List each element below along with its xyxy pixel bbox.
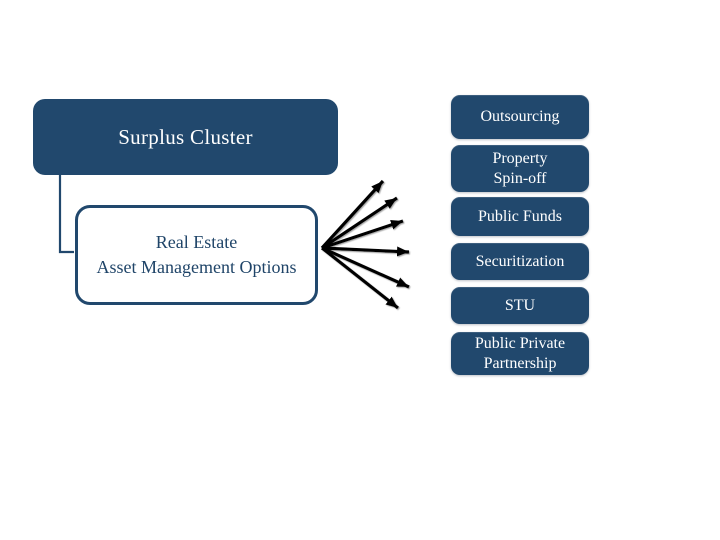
- option-box-stu: STU: [451, 287, 589, 324]
- arrow-to-stu: [321, 246, 410, 289]
- option-box-label: Securitization: [475, 252, 565, 270]
- arrow-to-outsourcing: [320, 179, 385, 250]
- option-box-securitization: Securitization: [451, 243, 589, 280]
- arrow-to-securitization: [321, 246, 410, 257]
- option-box-label: Outsourcing: [480, 108, 560, 125]
- option-box-outsourcing: Outsourcing: [451, 95, 589, 139]
- option-box-public-private-partnership: Public Private Partnership: [451, 332, 589, 375]
- arrow-to-public-private-partnership: [321, 246, 399, 310]
- elbow-connector: [58, 175, 74, 254]
- option-box-label: Public Private Partnership: [474, 334, 566, 372]
- source-box-label: Real Estate Asset Management Options: [96, 232, 297, 277]
- option-box-label: Public Funds: [477, 207, 562, 225]
- option-box-label: STU: [504, 296, 536, 314]
- surplus-cluster-box: Surplus Cluster: [33, 99, 338, 175]
- option-box-public-funds: Public Funds: [451, 197, 589, 236]
- cluster-box-label: Surplus Cluster: [118, 124, 253, 149]
- arrow-to-public-funds: [321, 219, 404, 250]
- arrow-to-property-spin-off: [321, 196, 398, 250]
- real-estate-options-box: Real Estate Asset Management Options: [75, 205, 318, 305]
- option-box-property-spin-off: Property Spin-off: [451, 145, 589, 192]
- option-box-label: Property Spin-off: [492, 149, 548, 187]
